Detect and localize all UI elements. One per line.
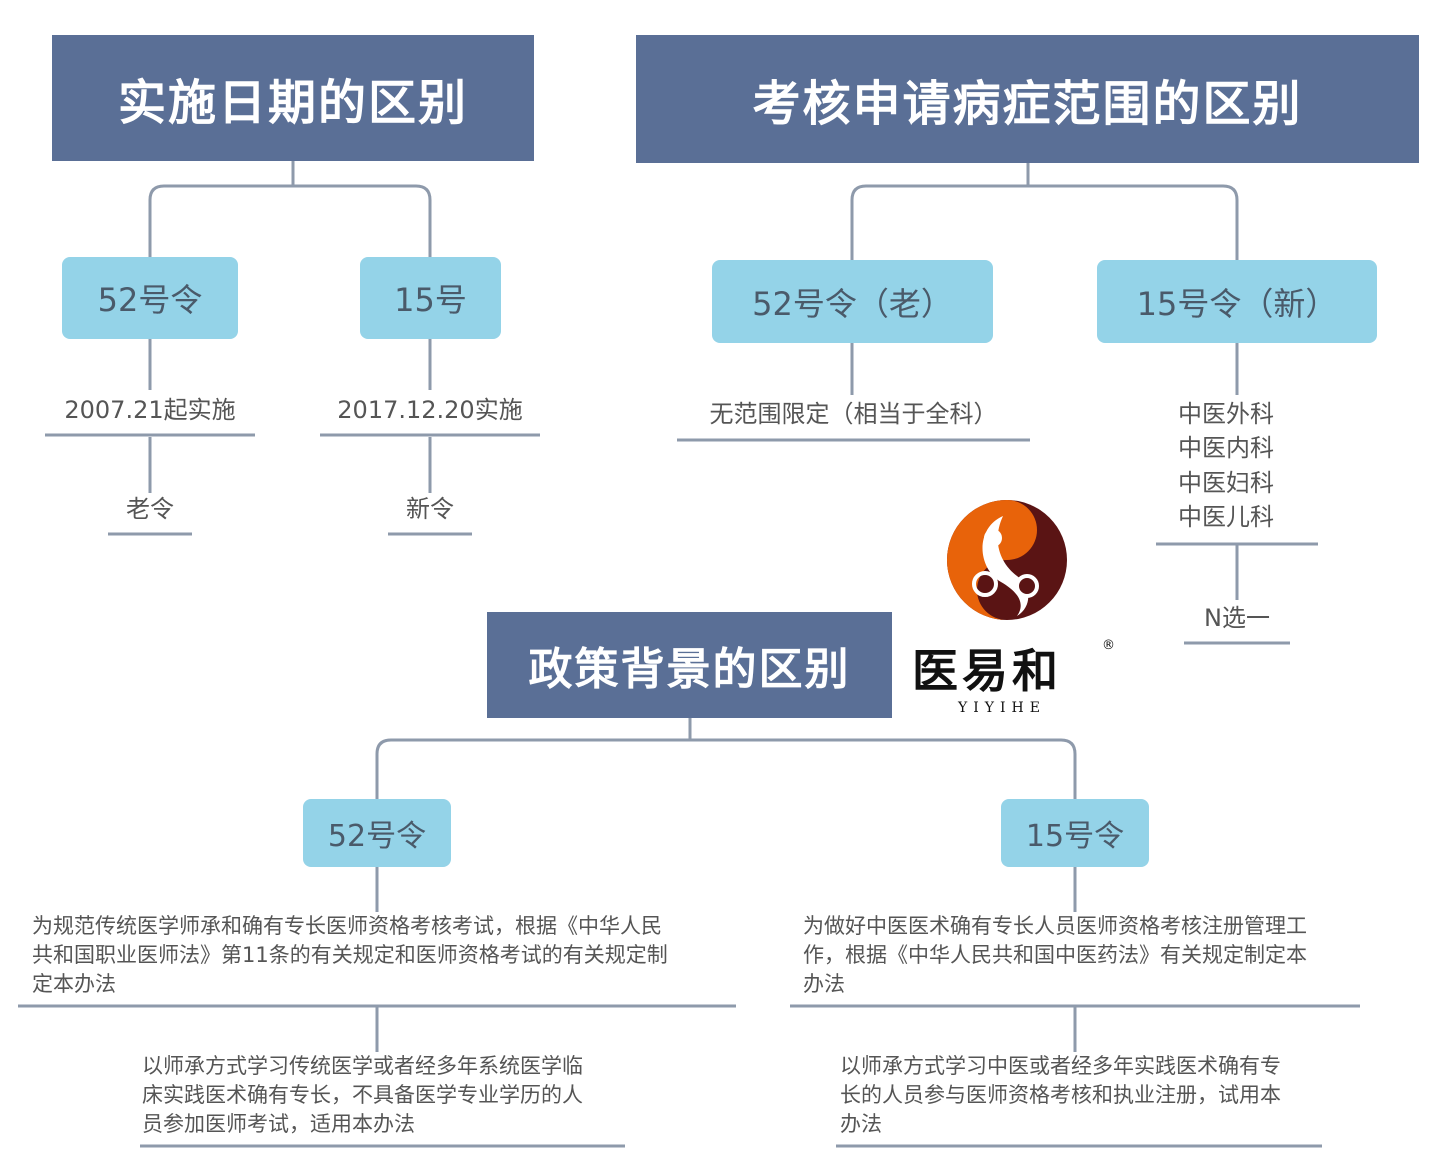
section1-left-date: 2007.21起实施 — [64, 396, 236, 424]
section2-right-item-3: 中医妇科 — [1178, 469, 1274, 497]
text-line: 长的人员参与医师资格考核和执业注册，试用本 — [840, 1083, 1281, 1107]
logo — [905, 498, 1120, 723]
section2-left-desc: 无范围限定（相当于全科） — [709, 400, 998, 428]
section2-right-item-1: 中医外科 — [1178, 400, 1274, 428]
text-line: 办法 — [803, 972, 845, 996]
section3-left-para2: 以师承方式学习传统医学或者经多年系统医学临 床实践医术确有专长，不具备医学专业学… — [142, 1052, 583, 1139]
section2-title: 考核申请病症范围的区别 — [636, 35, 1419, 163]
text-line: 定本办法 — [32, 972, 116, 996]
logo-name: 医易和 — [912, 644, 1062, 698]
text-line: 为做好中医医术确有专长人员医师资格考核注册管理工 — [803, 914, 1307, 938]
section3-left-para1: 为规范传统医学师承和确有专长医师资格考核考试，根据《中华人民 共和国职业医师法》… — [32, 912, 668, 999]
text-line: 为规范传统医学师承和确有专长医师资格考核考试，根据《中华人民 — [32, 914, 662, 938]
text-line: 办法 — [840, 1112, 882, 1136]
section1-right-date: 2017.12.20实施 — [337, 396, 523, 424]
logo-registered-mark: ® — [1102, 638, 1115, 653]
section3-title: 政策背景的区别 — [487, 612, 892, 718]
section1-left-tag: 老令 — [126, 495, 174, 523]
section1-title: 实施日期的区别 — [52, 35, 534, 161]
text-line: 以师承方式学习传统医学或者经多年系统医学临 — [142, 1054, 583, 1078]
section3-right-para1: 为做好中医医术确有专长人员医师资格考核注册管理工 作，根据《中华人民共和国中医药… — [803, 912, 1307, 999]
yin-yang-logo-icon — [947, 500, 1067, 620]
section3-node-52: 52号令 — [303, 799, 451, 867]
section1-node-15: 15号 — [360, 257, 501, 339]
text-line: 员参加医师考试，适用本办法 — [142, 1112, 415, 1136]
section2-node-old: 52号令（老） — [712, 260, 993, 343]
text-line: 共和国职业医师法》第11条的有关规定和医师资格考试的有关规定制 — [32, 943, 668, 967]
text-line: 以师承方式学习中医或者经多年实践医术确有专 — [840, 1054, 1281, 1078]
text-line: 作，根据《中华人民共和国中医药法》有关规定制定本 — [803, 943, 1307, 967]
section3-right-para2: 以师承方式学习中医或者经多年实践医术确有专 长的人员参与医师资格考核和执业注册，… — [840, 1052, 1281, 1139]
section2-right-item-2: 中医内科 — [1178, 434, 1274, 462]
section1-node-52: 52号令 — [62, 257, 238, 339]
logo-subtitle: YIYIHE — [958, 700, 1046, 716]
section2-right-item-4: 中医儿科 — [1178, 503, 1274, 531]
section2-node-new: 15号令（新） — [1097, 260, 1377, 343]
text-line: 床实践医术确有专长，不具备医学专业学历的人 — [142, 1083, 583, 1107]
section3-node-15: 15号令 — [1001, 799, 1149, 867]
section1-right-tag: 新令 — [406, 495, 454, 523]
section2-right-note: N选一 — [1204, 604, 1270, 632]
